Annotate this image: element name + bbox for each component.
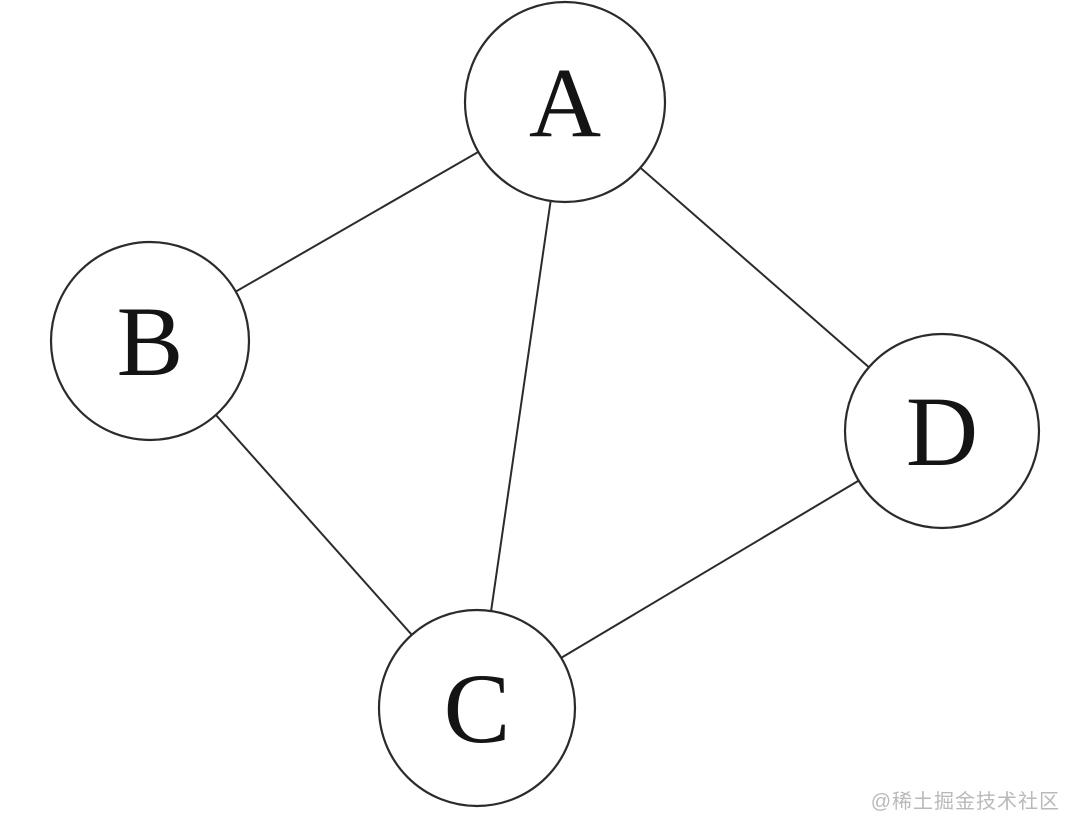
node-label-B: B <box>117 286 184 397</box>
graph-node-B: B <box>49 240 251 442</box>
node-circle-C <box>377 608 577 808</box>
graph-edge-A-C <box>476 101 566 709</box>
node-label-D: D <box>906 376 978 487</box>
node-label-C: C <box>444 653 511 764</box>
node-circle-D <box>843 332 1041 530</box>
node-circle-B <box>49 240 251 442</box>
node-circle-A <box>463 0 667 204</box>
graph-node-C: C <box>377 608 577 808</box>
node-label-A: A <box>529 47 601 158</box>
graph-node-A: A <box>463 0 667 204</box>
graph-node-D: D <box>843 332 1041 530</box>
watermark: @稀土掘金技术社区 <box>870 791 1060 813</box>
